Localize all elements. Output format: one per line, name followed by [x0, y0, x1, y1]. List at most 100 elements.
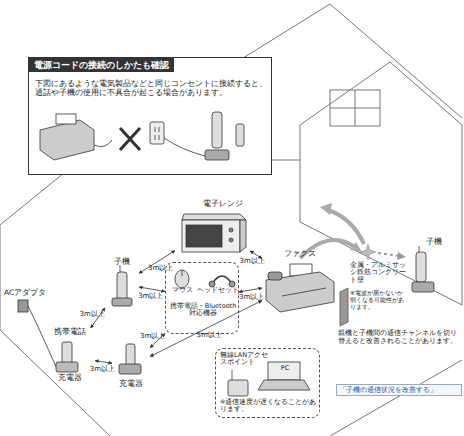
distance-label: 3m以上 [240, 257, 265, 264]
bluetooth-zone: マウスヘッドセット携帯電話・Bluetooth対応機器 [165, 262, 239, 334]
handset [212, 112, 222, 148]
distance-arrow [139, 251, 175, 274]
charger-drawing [119, 344, 141, 374]
cross-mark [120, 128, 140, 150]
microwave-knob [229, 238, 233, 242]
window [330, 90, 380, 126]
access-point [228, 380, 248, 396]
inset-outlet [150, 122, 205, 156]
cross-stroke [120, 128, 140, 150]
fax-panel [282, 288, 326, 296]
handset [416, 252, 426, 282]
handset [236, 124, 244, 146]
wlan-drawing [228, 362, 310, 396]
device-label: ファクス [280, 250, 320, 259]
handset [117, 272, 127, 300]
outlet-slot [159, 127, 160, 132]
gable-line [300, 62, 462, 222]
device-label: 携帯電話 [45, 328, 95, 337]
note-text: ※通信速度が遅くなることがあります。 [220, 399, 318, 414]
outlet-slot [155, 135, 156, 140]
floor-line [330, 360, 462, 436]
wlan-zone: 無線LANアクセスポイントPC ※通信速度が遅くなることがあります。 [215, 348, 320, 418]
microwave-device: 電子レンジ [175, 200, 250, 254]
microwave-window [186, 225, 222, 247]
distance-arrow [250, 251, 262, 259]
microwave-top [182, 214, 246, 220]
mouse-drawing [175, 270, 189, 288]
laptop-screen [268, 362, 300, 380]
handset-base [412, 282, 434, 292]
dashed-signal [378, 253, 400, 256]
inset-handset [205, 112, 244, 160]
device-label: 子機 [105, 258, 139, 267]
microwave-drawing [182, 214, 246, 252]
outlet [150, 122, 164, 144]
mobile-phone: 携帯電話充電器 [45, 328, 95, 386]
notice-box: 電源コードの接続のしかたも確認下図にあるような電気製品などと同じコンセントに接続… [28, 57, 272, 175]
microwave-body [182, 220, 240, 252]
distance-arrow [139, 287, 165, 292]
outlet-slot [155, 127, 156, 132]
blocked-star [360, 244, 376, 260]
handset-base [112, 298, 132, 306]
distance-arrow [150, 301, 262, 357]
device-label: 子機 [426, 238, 450, 247]
antenna [120, 265, 121, 272]
part-label: ACアダプタ [4, 288, 54, 297]
distance-label: 3m以上 [140, 332, 165, 339]
device-label: 無線LANアクセスポイント [220, 352, 270, 367]
notice-heading: 電源コードの接続のしかたも確認 [29, 58, 174, 72]
ap-antenna [232, 370, 233, 380]
distance-arrow [239, 288, 262, 292]
floor-line [0, 330, 110, 436]
device-label: PC [273, 365, 297, 372]
charger-base [119, 364, 141, 374]
note-text: ※電波が届かないか弱くなる可能性があります。 [350, 290, 408, 311]
device-label: 電子レンジ [203, 200, 250, 209]
notice-body: 下図にあるような電気製品などと同じコンセントに接続すると、通話や子機の使用に不具… [35, 80, 267, 97]
wall-slab [340, 288, 348, 326]
fax-drawing [266, 264, 334, 312]
obstacle-label: 金属・アルミサッシ鉄筋コンクリート壁 [350, 262, 408, 284]
inset-fax [40, 114, 112, 160]
device-label: 充電器 [45, 374, 95, 383]
zone-label: 携帯電話・Bluetooth対応機器 [168, 303, 238, 318]
distance-label: 3m以上 [90, 365, 115, 372]
microwave-side [240, 220, 246, 252]
distance-label: 3m以上 [196, 331, 221, 338]
distance-arrow [91, 308, 105, 328]
fax-device: ファクス [262, 250, 336, 314]
distance-label: 3m以上 [138, 293, 163, 300]
window-frame [330, 108, 380, 109]
antenna [419, 246, 420, 252]
device-label: 充電器 [112, 380, 150, 389]
device-label: マウス [167, 287, 197, 294]
distance-label: 3m以上 [148, 264, 173, 271]
fax-handset [268, 272, 282, 280]
distance-arrow [150, 333, 165, 347]
distance-label: 3m以上 [79, 310, 104, 317]
distance-label: 3m以上 [239, 293, 264, 300]
mouse-button [182, 270, 183, 276]
link-text: 「子機の通信状況を改善する」 [336, 384, 462, 396]
handset-drawing [112, 265, 132, 306]
adapter-cable [28, 306, 56, 367]
wall-obstacle: 金属・アルミサッシ鉄筋コンクリート壁 ※電波が届かないか弱くなる可能性があります。 [338, 262, 408, 324]
remote-handset: 子機 [410, 238, 450, 300]
signal-arrowhead [350, 242, 362, 252]
handset [126, 344, 135, 366]
mobile-phone-drawing [62, 342, 72, 364]
charger-device: 充電器 [112, 340, 150, 392]
handset-device: 子機 [105, 258, 139, 310]
cross-stroke [120, 128, 140, 150]
fax-body [40, 120, 94, 160]
fax-paper [56, 114, 76, 124]
house-outline [0, 4, 462, 436]
microwave-knob [229, 228, 233, 232]
laptop-base [258, 380, 310, 390]
power-cord [164, 138, 205, 156]
charger-drawing [56, 362, 78, 372]
